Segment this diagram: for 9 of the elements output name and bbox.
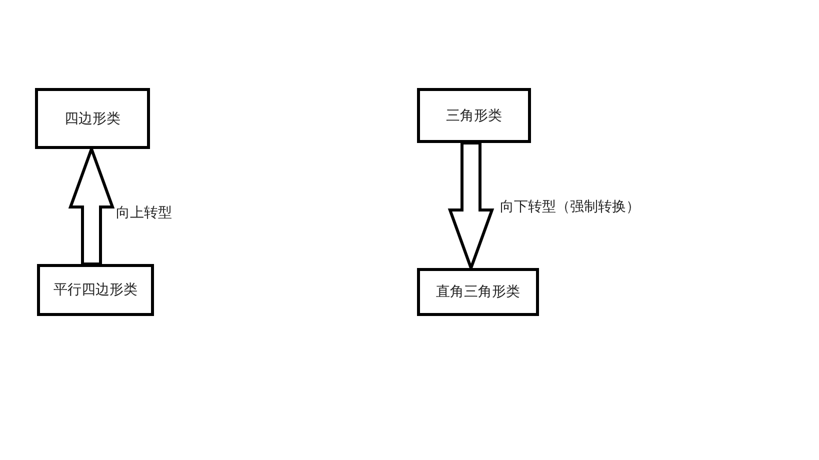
class-name: 平行四边形类 [54,281,138,299]
class-box [35,88,150,149]
class-box [37,264,154,316]
class-box [417,88,531,143]
class-name: 四边形类 [64,110,120,128]
class-box [417,268,539,316]
class-name: 直角三角形类 [436,283,520,301]
edge-label: 向上转型 [116,204,172,222]
class-name: 三角形类 [446,106,502,124]
